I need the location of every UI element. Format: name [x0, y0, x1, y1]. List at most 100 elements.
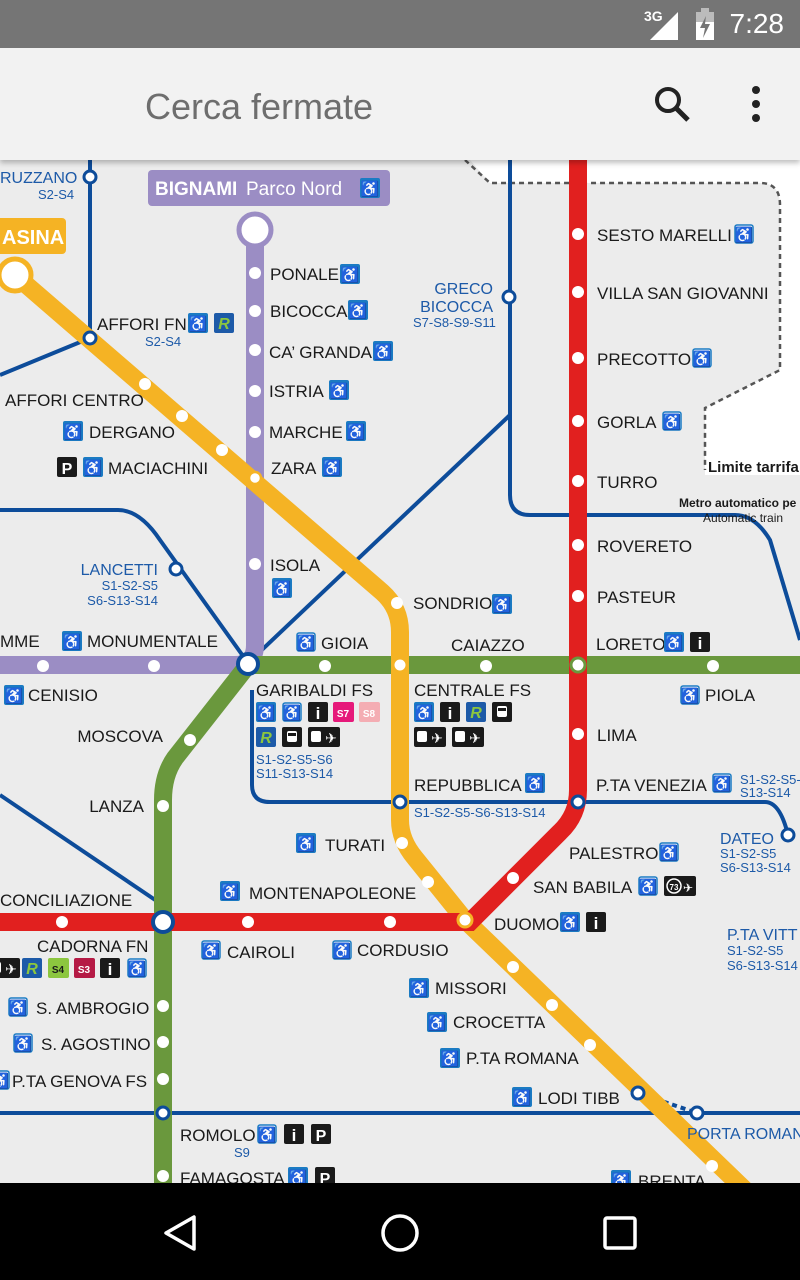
suburban-lines: S1-S2-S5 — [102, 578, 158, 593]
station-duomo[interactable]: DUOMO — [494, 915, 559, 934]
wheelchair-outline-icon — [734, 224, 754, 244]
wheelchair-icon — [414, 702, 434, 722]
wheelchair-icon — [512, 1087, 532, 1107]
station-repubblica[interactable]: REPUBBLICA — [414, 776, 522, 795]
station-gorla[interactable]: GORLA — [597, 413, 657, 432]
station-missori[interactable]: MISSORI — [435, 979, 507, 998]
station-affori-centro[interactable]: AFFORI CENTRO — [5, 391, 144, 410]
station-conciliazione[interactable]: CONCILIAZIONE — [0, 891, 132, 910]
station-porta-genova[interactable]: P.TA GENOVA FS — [12, 1072, 147, 1091]
station-garibaldi[interactable]: GARIBALDI FS — [256, 681, 373, 700]
airport-train-icon — [0, 958, 20, 978]
regional-rail-icon — [22, 958, 42, 978]
station-cairoli[interactable]: CAIROLI — [227, 943, 295, 962]
station-palestro[interactable]: PALESTRO — [569, 844, 658, 863]
station-sesto-marelli[interactable]: SESTO MARELLI — [597, 226, 732, 245]
station-lodi-tibb[interactable]: LODI TIBB — [538, 1089, 620, 1108]
station-cenisio[interactable]: CENISIO — [28, 686, 98, 705]
station-montenapoleone[interactable]: MONTENAPOLEONE — [249, 884, 416, 903]
station-caiazzo[interactable]: CAIAZZO — [451, 636, 525, 655]
wheelchair-outline-icon — [680, 685, 700, 705]
wheelchair-icon — [525, 773, 545, 793]
station-istria[interactable]: ISTRIA — [269, 382, 324, 401]
info-icon — [284, 1124, 304, 1144]
station-monumentale[interactable]: MONUMENTALE — [87, 632, 218, 651]
station-sondrio[interactable]: SONDRIO — [413, 594, 492, 613]
station-porta-venezia[interactable]: P.TA VENEZIA — [596, 776, 708, 795]
station-lanza[interactable]: LANZA — [89, 797, 144, 816]
station-ca-granda[interactable]: CA’ GRANDA — [269, 343, 373, 362]
recents-icon[interactable] — [598, 1211, 642, 1255]
station-porta-vittoria[interactable]: P.TA VITT — [727, 927, 798, 944]
suburban-lines: S1-S2-S5- — [740, 772, 800, 787]
station-porta-romana[interactable]: P.TA ROMANA — [466, 1049, 579, 1068]
asina-label[interactable]: ASINA — [0, 218, 66, 254]
station-pasteur[interactable]: PASTEUR — [597, 588, 676, 607]
station-villa-san-giovanni[interactable]: VILLA SAN GIOVANNI — [597, 284, 769, 303]
info-icon — [100, 958, 120, 978]
station-cordusio[interactable]: CORDUSIO — [357, 941, 449, 960]
wheelchair-icon — [440, 1048, 460, 1068]
station-cadorna[interactable]: CADORNA FN — [37, 937, 148, 956]
bignami-label[interactable]: BIGNAMI Parco Nord — [148, 170, 390, 206]
search-icon[interactable] — [652, 84, 692, 124]
wheelchair-icon — [348, 300, 368, 320]
svg-text:S8: S8 — [363, 709, 376, 720]
home-icon[interactable] — [378, 1211, 422, 1255]
back-icon[interactable] — [158, 1211, 202, 1255]
station-porta-romana-fs[interactable]: PORTA ROMAN — [687, 1126, 800, 1143]
station-dergano[interactable]: DERGANO — [89, 423, 175, 442]
station-ruzzano[interactable]: RUZZANO — [0, 170, 77, 187]
station-labels[interactable]: RUZZANO S2-S4 AFFORI FN S2-S4 AFFORI CEN… — [0, 170, 800, 1183]
app-bar: Cerca fermate — [0, 48, 800, 160]
metro-auto-label: Metro automatico pe — [679, 496, 797, 510]
more-vert-icon[interactable] — [736, 84, 776, 124]
station-bicocca[interactable]: BICOCCA — [270, 302, 348, 321]
station-moscova[interactable]: MOSCOVA — [77, 727, 163, 746]
station-dateo[interactable]: DATEO — [720, 831, 774, 848]
svg-text:✈: ✈ — [683, 881, 693, 895]
metro-map[interactable]: ♿ ♿ i P R ✈ — [0, 0, 800, 1183]
network-type: 3G — [644, 8, 663, 24]
station-brenta[interactable]: BRENTA — [638, 1172, 706, 1183]
regional-rail-icon — [256, 727, 276, 747]
svg-text:Parco Nord: Parco Nord — [246, 179, 342, 200]
station-greco-2[interactable]: BICOCCA — [420, 299, 493, 316]
wheelchair-icon — [4, 685, 24, 705]
station-marche[interactable]: MARCHE — [269, 423, 343, 442]
wheelchair-icon — [83, 457, 103, 477]
station-domodossola[interactable]: MME — [0, 632, 40, 651]
station-crocetta[interactable]: CROCETTA — [453, 1013, 546, 1032]
duomo-node — [456, 911, 474, 929]
station-sant-agostino[interactable]: S. AGOSTINO — [41, 1035, 151, 1054]
station-san-babila[interactable]: SAN BABILA — [533, 878, 633, 897]
station-affori-fn[interactable]: AFFORI FN — [97, 315, 187, 334]
station-isola[interactable]: ISOLA — [270, 556, 321, 575]
station-maciachini[interactable]: MACIACHINI — [108, 459, 208, 478]
station-lima[interactable]: LIMA — [597, 726, 637, 745]
station-loreto[interactable]: LORETO — [596, 635, 666, 654]
station-romolo[interactable]: ROMOLO — [180, 1126, 256, 1145]
svg-text:BIGNAMI: BIGNAMI — [155, 179, 237, 200]
station-zara[interactable]: ZARA — [271, 459, 317, 478]
station-greco[interactable]: GRECO — [434, 281, 493, 298]
station-sant-ambrogio[interactable]: S. AMBROGIO — [36, 999, 149, 1018]
line-m2 — [154, 656, 800, 1183]
parking-icon — [57, 457, 77, 477]
station-turati[interactable]: TURATI — [325, 836, 385, 855]
station-ponale[interactable]: PONALE — [270, 265, 339, 284]
station-famagosta[interactable]: FAMAGOSTA — [180, 1169, 285, 1183]
search-input[interactable]: Cerca fermate — [145, 86, 374, 127]
suburban-lines: S13-S14 — [740, 785, 791, 800]
wheelchair-icon — [346, 421, 366, 441]
station-piola[interactable]: PIOLA — [705, 686, 756, 705]
wheelchair-outline-icon — [0, 1070, 10, 1090]
station-centrale[interactable]: CENTRALE FS — [414, 681, 531, 700]
station-precotto[interactable]: PRECOTTO — [597, 350, 691, 369]
wheelchair-icon — [427, 1012, 447, 1032]
station-turro[interactable]: TURRO — [597, 473, 657, 492]
station-rovereto[interactable]: ROVERETO — [597, 537, 692, 556]
station-gioia[interactable]: GIOIA — [321, 634, 369, 653]
station-lancetti[interactable]: LANCETTI — [81, 562, 158, 579]
wheelchair-icon — [360, 178, 380, 198]
